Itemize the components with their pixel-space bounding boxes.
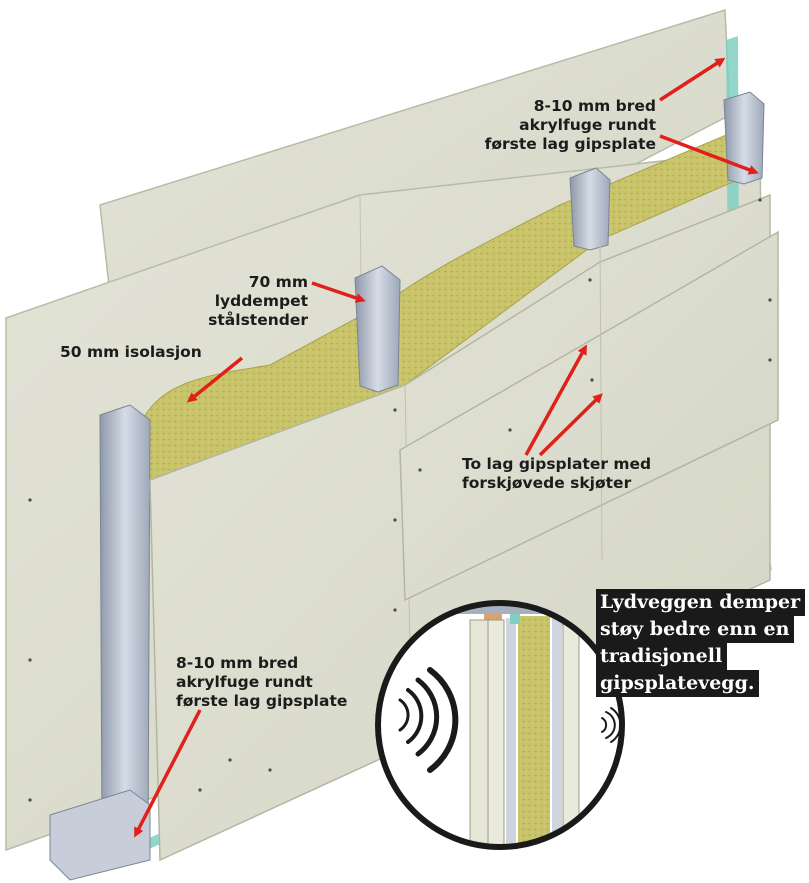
sound-waves-quiet-icon	[601, 707, 622, 743]
label-line: første lag gipsplate	[484, 135, 656, 153]
label-line: akrylfuge rundt	[176, 673, 313, 691]
label-line: stålstender	[208, 311, 308, 329]
label-top-joint: 8-10 mm bred akrylfuge rundt første lag …	[470, 97, 656, 154]
callout-line: støy bedre enn en	[596, 616, 795, 643]
label-line: første lag gipsplate	[176, 692, 348, 710]
label-steel-stud: 70 mm lyddempet stålstender	[200, 273, 308, 330]
label-line: lyddempet	[214, 292, 308, 310]
label-line: 70 mm	[248, 273, 308, 291]
callout-line: gipsplatevegg.	[596, 670, 760, 697]
label-line: To lag gipsplater med	[462, 455, 652, 473]
label-board-layers: To lag gipsplater med forskjøvede skjøte…	[462, 455, 651, 493]
sound-waves-loud-icon	[398, 667, 459, 773]
cross-section-magnifier	[375, 600, 625, 850]
label-line: forskjøvede skjøter	[462, 474, 632, 492]
callout-line: tradisjonell	[596, 643, 728, 670]
callout-line: Lydveggen demper	[596, 589, 806, 616]
label-line: akrylfuge rundt	[519, 116, 656, 134]
label-insulation: 50 mm isolasjon	[60, 343, 202, 362]
label-line: 8-10 mm bred	[176, 654, 299, 672]
front-board-layer-2	[399, 230, 779, 602]
label-bottom-joint: 8-10 mm bred akrylfuge rundt første lag …	[176, 654, 347, 711]
pointer-arrows	[134, 57, 759, 838]
label-line: 50 mm isolasjon	[60, 343, 202, 361]
callout-box: Lydveggen demper støy bedre enn en tradi…	[596, 589, 806, 697]
screw-dots	[28, 198, 772, 802]
steel-studs	[49, 91, 765, 881]
label-line: 8-10 mm bred	[533, 97, 656, 115]
